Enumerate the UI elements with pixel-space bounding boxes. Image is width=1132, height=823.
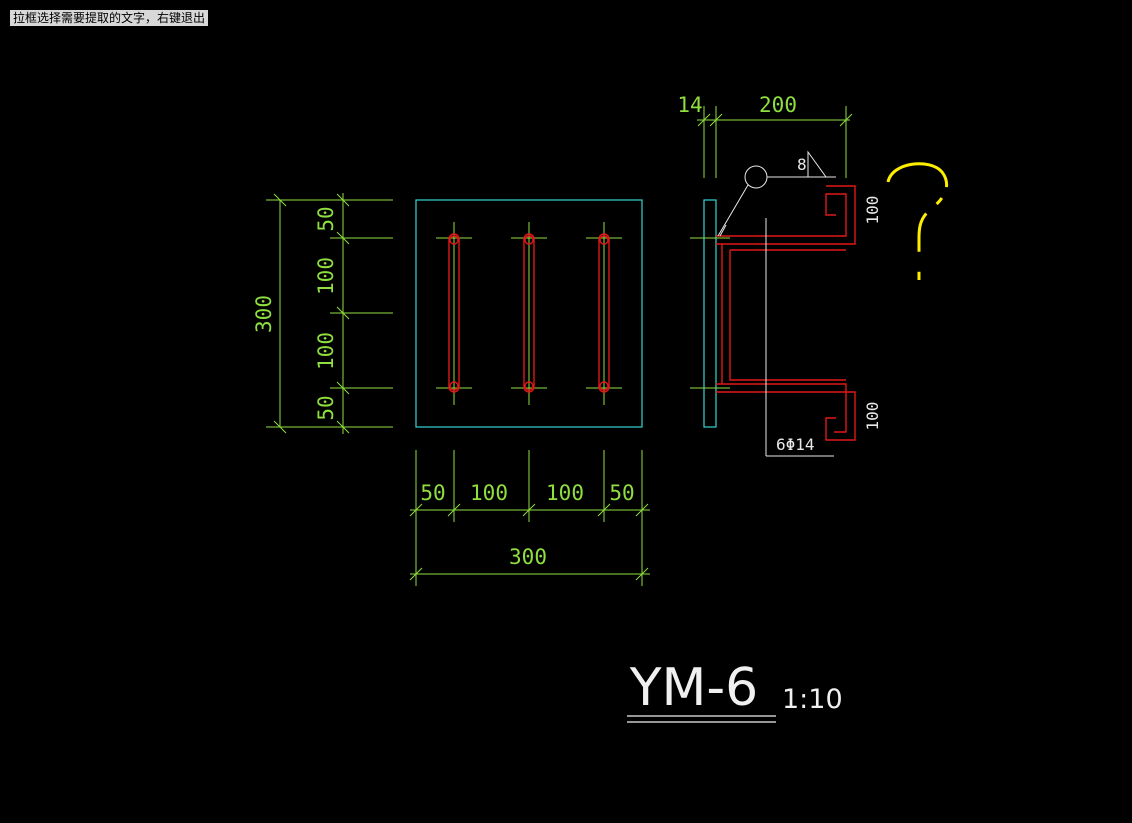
top-small-dim: 14: [677, 93, 702, 117]
bottom-dimension-chain: [409, 450, 650, 586]
drawing-title: YM-6: [629, 658, 758, 718]
left-dim-2: 100: [314, 257, 338, 295]
side-plate: [703, 199, 717, 428]
embedded-plate: [415, 199, 643, 428]
drawing-scale: 1:10: [782, 684, 843, 715]
weld-callout: [717, 150, 836, 457]
right-upper-dim: 100: [863, 196, 882, 225]
question-mark-annotation: [886, 162, 949, 280]
top-large-dim: 200: [759, 93, 797, 117]
bottom-dim-4: 50: [609, 481, 634, 505]
side-rebar: [716, 185, 856, 441]
left-dim-4: 50: [314, 395, 338, 420]
left-total-dim: 300: [252, 295, 276, 333]
bottom-dim-1: 50: [420, 481, 445, 505]
left-dim-1: 50: [314, 206, 338, 231]
bottom-dim-3: 100: [546, 481, 584, 505]
anchor-bar-1: [448, 233, 460, 393]
anchor-bar-3: [598, 233, 610, 393]
rebar-label: 6Φ14: [776, 435, 815, 454]
drawing-title-block: YM-6 1:10: [627, 658, 843, 723]
status-hint-bar: 拉框选择需要提取的文字，右键退出: [10, 10, 209, 26]
bottom-total-dim: 300: [509, 545, 547, 569]
side-view: 8 6Φ14: [690, 150, 856, 457]
top-dimension-chain: [697, 106, 853, 178]
left-dimension-chain: [266, 193, 393, 434]
weld-size-label: 8: [797, 155, 807, 174]
front-view: [415, 199, 643, 428]
anchor-bar-2: [523, 233, 535, 393]
bottom-dim-2: 100: [470, 481, 508, 505]
right-lower-dim: 100: [863, 402, 882, 431]
left-dim-3: 100: [314, 332, 338, 370]
centre-lines: [436, 222, 622, 405]
anchor-bars: [448, 233, 610, 393]
